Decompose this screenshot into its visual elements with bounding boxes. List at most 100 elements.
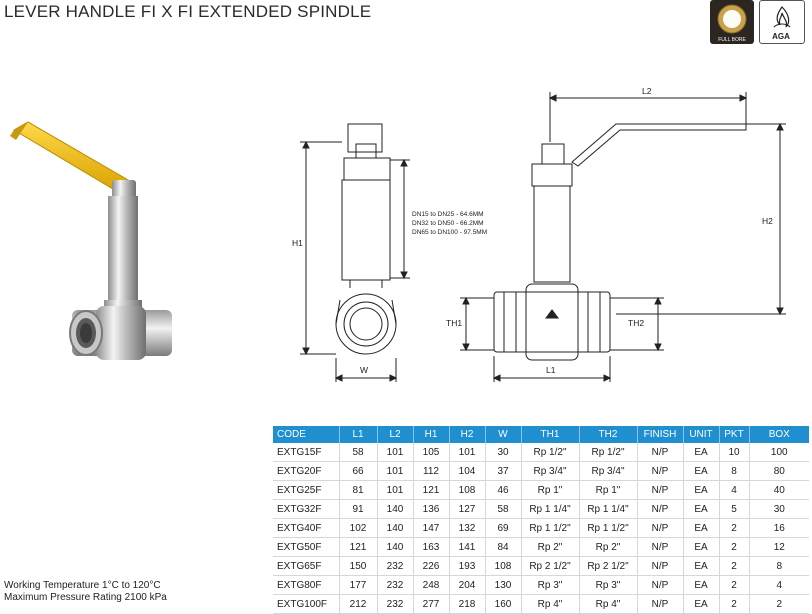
working-temperature: Working Temperature 1°C to 120°C [4, 580, 161, 591]
table-cell: 105 [413, 443, 450, 462]
table-cell: 4 [719, 480, 750, 500]
dn-note: DN32 to DN50 - 66.2MM [412, 220, 484, 227]
table-cell: Rp 1/2" [579, 443, 638, 462]
table-cell: 81 [339, 480, 378, 500]
table-cell: EA [683, 443, 720, 462]
table-cell: 101 [377, 480, 414, 500]
table-cell: Rp 2" [579, 537, 638, 557]
table-cell: 150 [339, 556, 378, 576]
table-cell: 132 [449, 518, 486, 538]
aga-label: AGA [772, 32, 790, 41]
operating-notes: Working Temperature 1°C to 120°C Maximum… [4, 580, 167, 604]
table-cell: 104 [449, 461, 486, 481]
table-cell: 80 [749, 461, 809, 481]
table-cell: 2 [719, 518, 750, 538]
table-cell: N/P [637, 518, 684, 538]
table-cell: EXTG40F [273, 518, 340, 538]
table-cell: 84 [485, 537, 522, 557]
th2-label: TH2 [628, 318, 644, 328]
dimension-drawing: H1 W TH1 TH2 L1 L2 H2 [292, 86, 786, 382]
column-header: H1 [413, 426, 450, 443]
column-header: FINISH [637, 426, 684, 443]
table-cell: N/P [637, 499, 684, 519]
h1-label: H1 [292, 238, 303, 248]
table-cell: 121 [413, 480, 450, 500]
table-cell: 193 [449, 556, 486, 576]
table-cell: 58 [485, 499, 522, 519]
l2-label: L2 [642, 86, 652, 96]
dn-note: DN65 to DN100 - 97.5MM [412, 229, 488, 236]
table-cell: 66 [339, 461, 378, 481]
table-cell: 2 [719, 537, 750, 557]
table-cell: 4 [749, 575, 809, 595]
table-cell: 8 [719, 461, 750, 481]
table-cell: 212 [339, 594, 378, 614]
table-cell: 232 [377, 556, 414, 576]
table-cell: 136 [413, 499, 450, 519]
table-cell: 10 [719, 443, 750, 462]
table-cell: Rp 2 1/2" [521, 556, 580, 576]
table-cell: 101 [377, 461, 414, 481]
full-bore-badge: FULL BORE [710, 0, 754, 44]
table-cell: 140 [377, 518, 414, 538]
table-cell: N/P [637, 443, 684, 462]
column-header: UNIT [683, 426, 720, 443]
table-cell: N/P [637, 556, 684, 576]
table-cell: EXTG100F [273, 594, 340, 614]
table-cell: 37 [485, 461, 522, 481]
table-cell: 140 [377, 537, 414, 557]
table-cell: 277 [413, 594, 450, 614]
column-header: PKT [719, 426, 750, 443]
table-cell: Rp 4" [579, 594, 638, 614]
table-cell: EA [683, 499, 720, 519]
table-cell: 2 [719, 556, 750, 576]
table-cell: 12 [749, 537, 809, 557]
column-header: CODE [273, 426, 340, 443]
table-cell: Rp 1/2" [521, 443, 580, 462]
table-cell: Rp 1" [521, 480, 580, 500]
table-cell: Rp 2 1/2" [579, 556, 638, 576]
table-cell: Rp 1 1/4" [521, 499, 580, 519]
table-cell: 69 [485, 518, 522, 538]
table-cell: Rp 3" [521, 575, 580, 595]
valve-product-image [10, 121, 172, 360]
full-bore-ring-icon: FULL BORE [717, 4, 747, 43]
table-cell: Rp 1 1/4" [579, 499, 638, 519]
table-cell: N/P [637, 537, 684, 557]
table-cell: 91 [339, 499, 378, 519]
table-cell: 147 [413, 518, 450, 538]
table-cell: 101 [377, 443, 414, 462]
table-cell: N/P [637, 480, 684, 500]
column-header: BOX [749, 426, 809, 443]
full-bore-label: FULL BORE [718, 37, 746, 43]
table-cell: 226 [413, 556, 450, 576]
table-cell: 2 [719, 594, 750, 614]
table-cell: EA [683, 461, 720, 481]
column-header: L2 [377, 426, 414, 443]
table-cell: EXTG25F [273, 480, 340, 500]
table-cell: 141 [449, 537, 486, 557]
table-cell: 46 [485, 480, 522, 500]
table-cell: 248 [413, 575, 450, 595]
page-title: LEVER HANDLE FI X FI EXTENDED SPINDLE [4, 2, 372, 21]
table-cell: EA [683, 575, 720, 595]
dn-dimension-notes: DN15 to DN25 - 64.6MM DN32 to DN50 - 66.… [412, 210, 487, 237]
table-cell: EXTG20F [273, 461, 340, 481]
table-cell: N/P [637, 575, 684, 595]
table-cell: EA [683, 480, 720, 500]
table-cell: 204 [449, 575, 486, 595]
table-cell: EA [683, 594, 720, 614]
table-cell: EA [683, 556, 720, 576]
table-cell: Rp 4" [521, 594, 580, 614]
aga-flame-icon: AGA [772, 6, 791, 41]
table-cell: 163 [413, 537, 450, 557]
column-header: TH1 [521, 426, 580, 443]
table-cell: EXTG65F [273, 556, 340, 576]
table-cell: N/P [637, 461, 684, 481]
